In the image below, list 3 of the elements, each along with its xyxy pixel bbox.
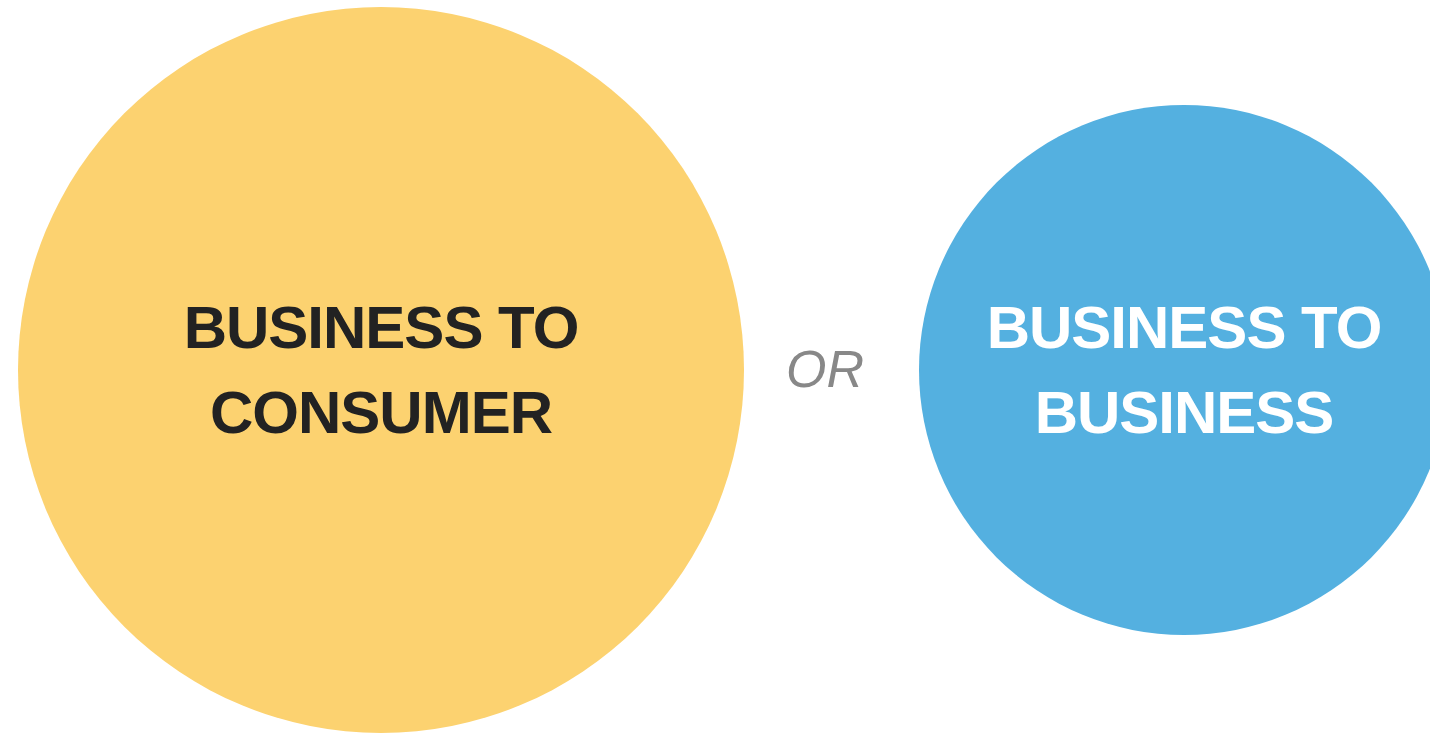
conjunction-label: OR xyxy=(786,339,864,400)
circle-label: BUSINESS TO CONSUMER xyxy=(182,292,580,448)
circle-label: BUSINESS TO BUSINESS xyxy=(985,292,1383,448)
